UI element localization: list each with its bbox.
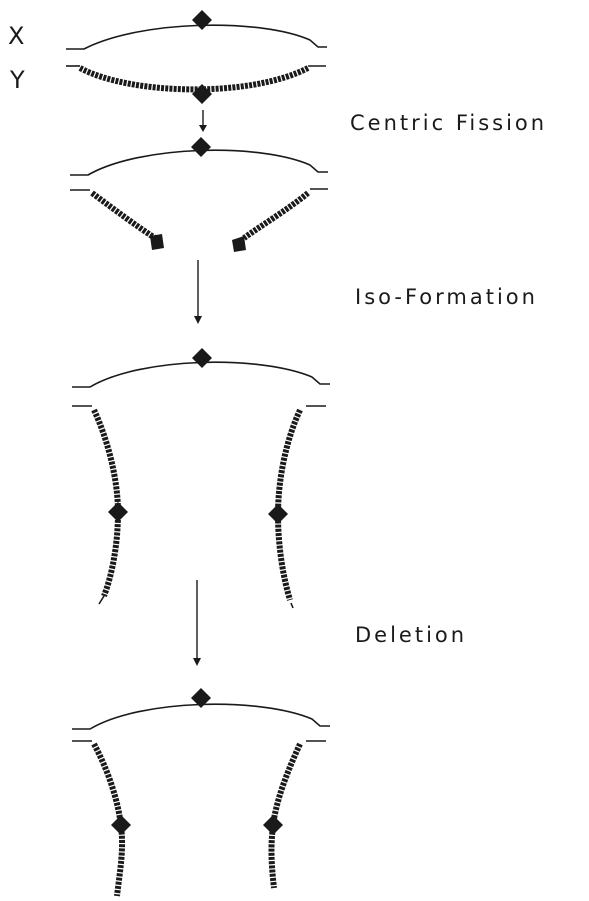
x-centromere	[191, 137, 211, 157]
arrow-1	[199, 110, 207, 132]
x-centromere	[192, 10, 212, 30]
stage-2-iso-y-right	[268, 406, 326, 608]
deleted-y-left-centromere	[111, 815, 131, 835]
iso-y-left-centromere	[108, 502, 128, 522]
stage-3-deleted-y-left	[72, 741, 131, 896]
stage-1-x-chromosome	[70, 137, 328, 175]
arrow-3	[193, 580, 201, 666]
deleted-y-right-centromere	[263, 815, 283, 835]
stage-3-deleted-y-right	[263, 741, 326, 888]
stage-2-iso-y-left	[72, 406, 128, 604]
stage-2-x-chromosome	[72, 348, 330, 387]
stage-0-x-chromosome	[66, 10, 327, 49]
stage-1-y-fragments	[70, 189, 328, 252]
iso-y-right-centromere	[268, 504, 288, 524]
arrow-2	[194, 260, 202, 324]
y-fragment-left-centromere	[150, 234, 164, 250]
x-centromere	[192, 348, 212, 368]
stage-0-y-chromosome	[66, 66, 326, 104]
y-fragment-right-centromere	[232, 236, 246, 252]
stage-3-x-chromosome	[72, 688, 330, 729]
